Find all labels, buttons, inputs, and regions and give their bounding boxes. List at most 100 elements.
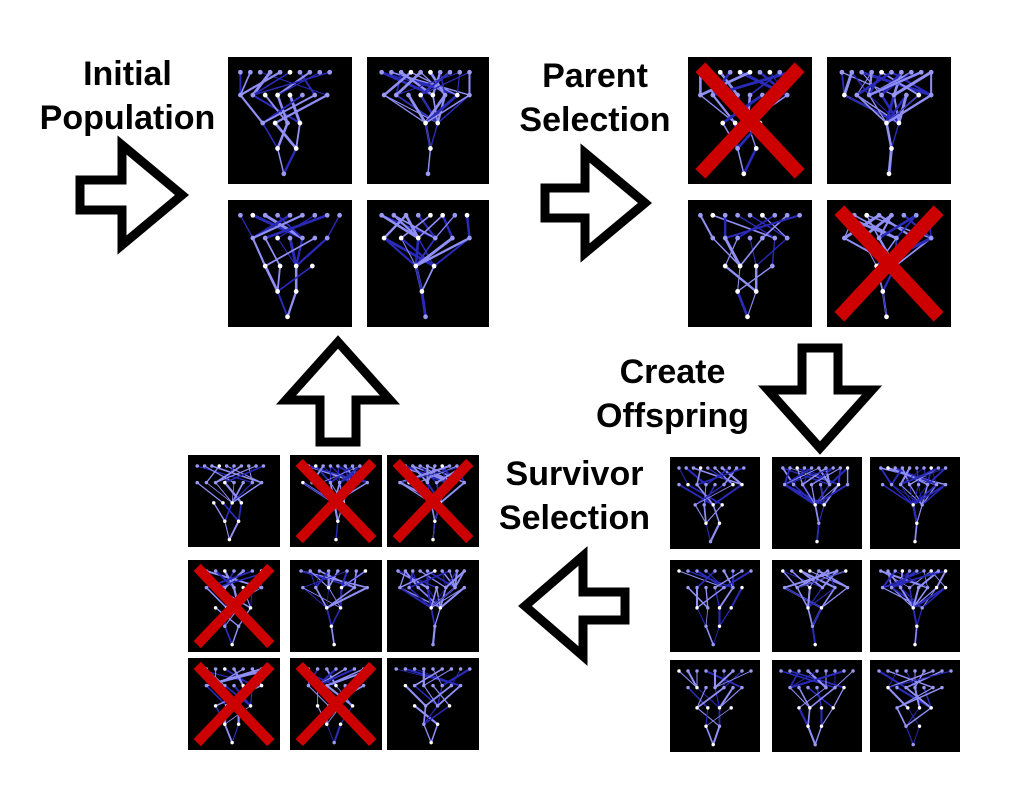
network-node (833, 585, 837, 590)
rejected-cross-icon (295, 458, 377, 544)
network-node (922, 685, 926, 690)
network-node (247, 69, 253, 75)
network-node (418, 464, 422, 468)
network-edge (252, 71, 330, 96)
network-node (710, 92, 716, 98)
network-node (325, 667, 329, 671)
network-diagram (396, 569, 467, 647)
network-node (704, 724, 708, 728)
network-node (213, 667, 218, 671)
network-node (913, 669, 917, 673)
network-edge (866, 214, 880, 239)
network-node (449, 667, 454, 671)
network-node (435, 704, 440, 708)
network-node (747, 212, 753, 218)
network-edge (789, 687, 811, 709)
network-edge (842, 71, 854, 96)
network-node (334, 683, 338, 688)
network-edge (807, 707, 811, 727)
network-node (241, 480, 245, 485)
network-node (232, 585, 236, 590)
network-edge (423, 685, 439, 707)
network-edge (231, 724, 240, 743)
network-panel (188, 658, 280, 750)
network-edge (797, 570, 846, 588)
network-node (437, 69, 443, 75)
network-edge (252, 71, 291, 96)
network-node (797, 706, 801, 710)
network-node (267, 69, 273, 75)
network-edge (424, 94, 459, 125)
network-edge (868, 94, 888, 124)
network-node (817, 569, 821, 573)
network-edge (326, 587, 330, 608)
network-edge (437, 94, 470, 124)
network-node (784, 235, 790, 241)
network-edge (782, 467, 830, 486)
network-edge (196, 482, 224, 504)
network-edge (274, 122, 298, 150)
network-node (365, 585, 370, 590)
network-node (895, 685, 899, 690)
network-node (886, 669, 890, 673)
network-edge (239, 71, 252, 96)
network-edge (814, 483, 849, 506)
network-edge (784, 467, 813, 486)
network-node (800, 482, 805, 487)
network-edge (905, 670, 943, 689)
network-node (901, 212, 907, 218)
network-node (722, 263, 728, 269)
network-node (419, 289, 425, 294)
initial-population-label: Initial Population (20, 52, 235, 140)
network-node (312, 92, 318, 98)
network-edge (678, 467, 689, 485)
network-node (820, 585, 825, 590)
network-node (889, 585, 894, 590)
network-node (925, 482, 930, 487)
network-node (238, 69, 243, 75)
network-node (806, 724, 810, 728)
network-edge (396, 71, 460, 96)
network-edge (782, 570, 823, 589)
network-edge (276, 265, 281, 292)
network-node (782, 482, 787, 487)
network-node (717, 606, 722, 610)
network-edge (263, 265, 279, 293)
network-node (784, 92, 790, 98)
network-node (880, 289, 886, 294)
network-panel (772, 660, 862, 752)
network-node (259, 480, 264, 485)
network-node (722, 569, 726, 573)
network-node (275, 235, 280, 241)
network-node (301, 585, 305, 590)
network-node (920, 503, 924, 507)
network-edge (887, 670, 952, 689)
network-edge (719, 71, 739, 96)
network-edge (430, 587, 465, 609)
network-node (232, 683, 236, 688)
network-node (889, 482, 894, 487)
network-node (394, 667, 398, 671)
network-node (886, 466, 890, 470)
network-edge (224, 465, 264, 484)
network-node (702, 503, 706, 507)
network-edge (893, 70, 932, 97)
network-edge (821, 587, 848, 609)
network-edge (742, 147, 758, 175)
network-node (720, 503, 724, 507)
network-node (693, 503, 697, 507)
network-edge (718, 687, 734, 709)
network-edge (224, 570, 244, 589)
network-edge (878, 214, 893, 239)
network-node (795, 466, 799, 470)
network-panel (670, 560, 760, 652)
network-node (753, 146, 759, 151)
network-node (257, 69, 263, 75)
network-node (434, 480, 439, 485)
network-node (259, 683, 264, 688)
cross-stroke (834, 205, 944, 322)
network-edge (811, 467, 834, 486)
network-node (236, 722, 241, 726)
network-node (722, 482, 726, 487)
network-node (913, 642, 917, 647)
